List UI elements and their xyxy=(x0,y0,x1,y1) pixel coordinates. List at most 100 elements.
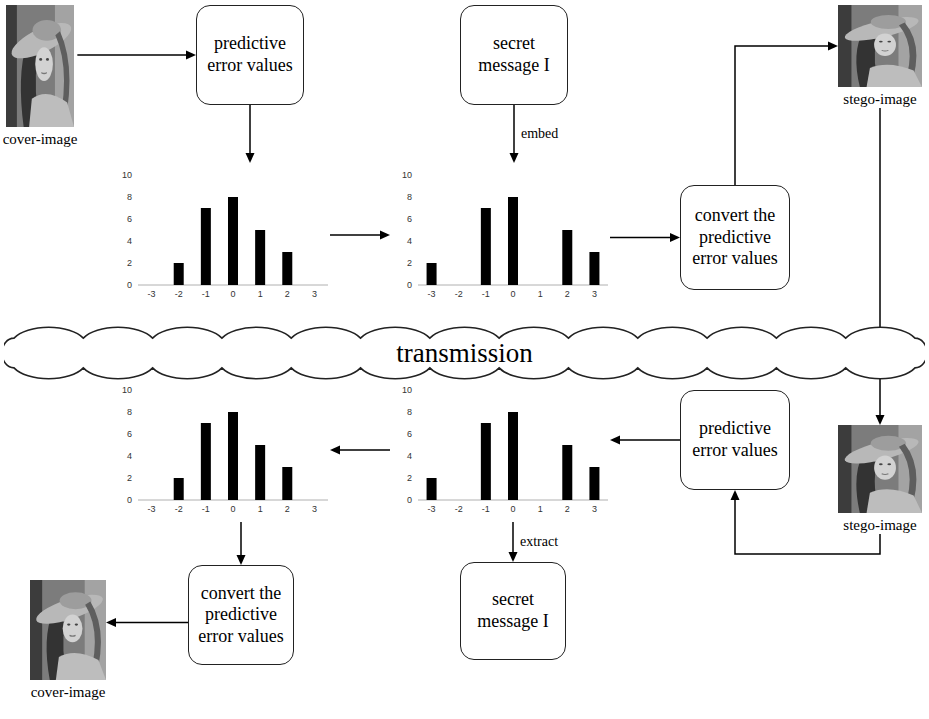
arrow-line xyxy=(340,449,390,451)
flow-arrow xyxy=(106,618,188,627)
histogram-bar xyxy=(201,423,211,500)
y-axis-tick: 10 xyxy=(110,170,132,181)
arrowhead xyxy=(237,555,246,565)
x-axis-tick: -3 xyxy=(140,289,164,300)
histogram-bar xyxy=(427,478,437,500)
x-axis-tick: 3 xyxy=(302,504,326,515)
arrowhead xyxy=(510,153,519,163)
y-axis-tick: 10 xyxy=(110,385,132,396)
flow-arrow xyxy=(735,42,838,186)
x-axis-tick: 2 xyxy=(555,289,579,300)
x-axis-tick: 3 xyxy=(582,289,606,300)
x-axis-tick: -3 xyxy=(140,504,164,515)
x-axis-tick: -1 xyxy=(194,504,218,515)
arrow-line xyxy=(735,46,828,185)
photo-background xyxy=(6,5,17,127)
image-caption: cover-image xyxy=(30,683,106,701)
histogram-bar xyxy=(508,412,518,500)
histogram-bar xyxy=(228,197,238,285)
photo-eye xyxy=(75,624,78,626)
transmission-cloud: transmission xyxy=(4,322,925,384)
photo-illustration xyxy=(6,5,74,127)
x-axis-tick: -1 xyxy=(194,289,218,300)
photo-eye xyxy=(879,463,883,465)
arrow-line xyxy=(77,54,186,56)
histogram-bar xyxy=(255,230,265,285)
y-axis-tick: 4 xyxy=(110,451,132,462)
histogram-chart: 1086420-3-2-10123 xyxy=(110,378,330,522)
y-axis-tick: 2 xyxy=(110,258,132,269)
cover-image-node: cover-image xyxy=(3,5,78,148)
x-axis-tick: -3 xyxy=(420,504,444,515)
cover-image-node: cover-image xyxy=(30,580,106,701)
y-axis-tick: 8 xyxy=(110,407,132,418)
y-axis-tick: 0 xyxy=(390,280,412,291)
x-axis-tick: 1 xyxy=(248,504,272,515)
image-caption: cover-image xyxy=(3,130,78,148)
photo-background xyxy=(838,5,851,87)
photo-illustration xyxy=(838,425,922,513)
box-label: convert the predictive error values xyxy=(197,583,285,648)
y-axis-tick: 10 xyxy=(390,170,412,181)
histogram-bar xyxy=(174,478,184,500)
photo-background xyxy=(30,580,42,680)
photo-background xyxy=(838,425,922,513)
histogram-bar xyxy=(282,467,292,500)
photo-mouth xyxy=(70,635,76,637)
process-box: predictive error values xyxy=(196,5,304,105)
box-label: predictive error values xyxy=(689,418,781,461)
histogram-bar xyxy=(589,467,599,500)
arrow-line xyxy=(512,522,514,552)
y-axis-tick: 4 xyxy=(390,236,412,247)
histogram-bar xyxy=(174,263,184,285)
photo-mouth xyxy=(882,473,889,475)
arrowhead xyxy=(380,231,390,240)
photo-eye xyxy=(39,58,42,61)
arrow-line xyxy=(249,105,251,153)
y-axis-tick: 6 xyxy=(390,214,412,225)
y-axis-tick: 4 xyxy=(110,236,132,247)
x-axis-tick: 0 xyxy=(501,289,525,300)
y-axis-tick: 8 xyxy=(110,192,132,203)
arrow-line xyxy=(330,234,380,236)
histogram-bar xyxy=(481,208,491,285)
flow-arrow xyxy=(610,436,680,445)
x-axis-tick: -1 xyxy=(474,289,498,300)
box-label: secret message I xyxy=(469,589,557,632)
x-axis-tick: -1 xyxy=(474,504,498,515)
photo-face xyxy=(63,615,83,643)
x-axis-tick: -2 xyxy=(447,289,471,300)
y-axis-tick: 6 xyxy=(390,429,412,440)
chart-plot xyxy=(110,378,330,522)
x-axis-tick: 1 xyxy=(528,289,552,300)
photo-eye xyxy=(887,41,891,43)
photo-eye xyxy=(887,463,891,465)
arrowhead xyxy=(828,42,838,51)
flow-arrow xyxy=(509,522,518,562)
image-caption: stego-image xyxy=(838,516,922,534)
y-axis-tick: 0 xyxy=(390,495,412,506)
arrow-line xyxy=(610,237,670,239)
y-axis-tick: 4 xyxy=(390,451,412,462)
x-axis-tick: -2 xyxy=(167,289,191,300)
photo-shoulder xyxy=(867,65,922,87)
histogram-chart: 1086420-3-2-10123 xyxy=(390,163,610,307)
photo-eye xyxy=(67,624,70,626)
y-axis-tick: 8 xyxy=(390,407,412,418)
histogram-bar xyxy=(589,252,599,285)
x-axis-tick: -3 xyxy=(420,289,444,300)
x-axis-tick: 0 xyxy=(221,504,245,515)
chart-plot xyxy=(390,163,610,307)
y-axis-tick: 2 xyxy=(110,473,132,484)
photo-face xyxy=(874,33,896,56)
photo-shoulder xyxy=(56,653,106,680)
chart-plot xyxy=(110,163,330,307)
arrowhead xyxy=(509,552,518,562)
arrowhead xyxy=(330,446,340,455)
y-axis-tick: 0 xyxy=(110,280,132,291)
image-caption: stego-image xyxy=(838,90,922,108)
y-axis-tick: 6 xyxy=(110,214,132,225)
photo-shoulder xyxy=(867,489,922,513)
photo-mouth xyxy=(882,50,889,52)
arrow-line xyxy=(513,105,515,153)
